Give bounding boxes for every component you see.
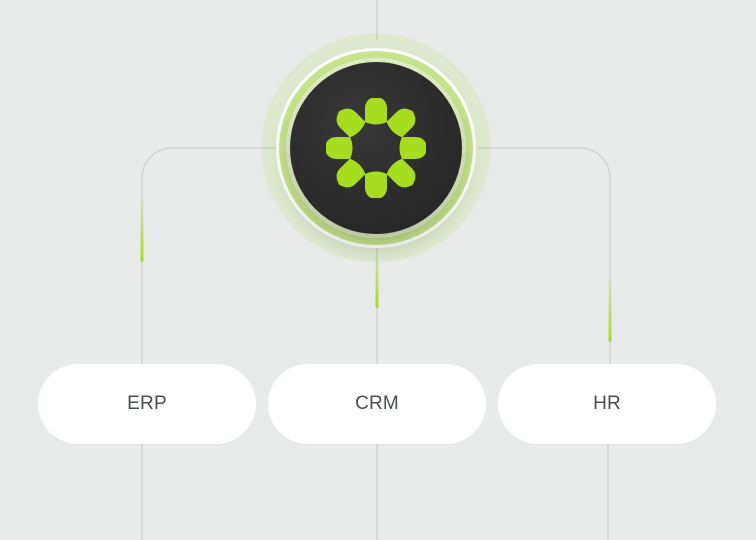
node-crm-label: CRM bbox=[355, 393, 399, 414]
hub-node bbox=[262, 34, 490, 262]
connector-left bbox=[141, 147, 276, 364]
pinwheel-logo-icon bbox=[326, 98, 426, 198]
node-erp: ERP bbox=[38, 364, 256, 444]
pulse-right bbox=[608, 276, 612, 342]
node-crm: CRM bbox=[268, 364, 486, 444]
node-hr-label: HR bbox=[593, 393, 621, 414]
pulse-center bbox=[375, 246, 379, 308]
node-erp-label: ERP bbox=[127, 393, 167, 414]
node-hr: HR bbox=[498, 364, 716, 444]
pulse-left bbox=[140, 196, 144, 262]
hub-core bbox=[290, 62, 462, 234]
connector-right bbox=[478, 147, 611, 364]
